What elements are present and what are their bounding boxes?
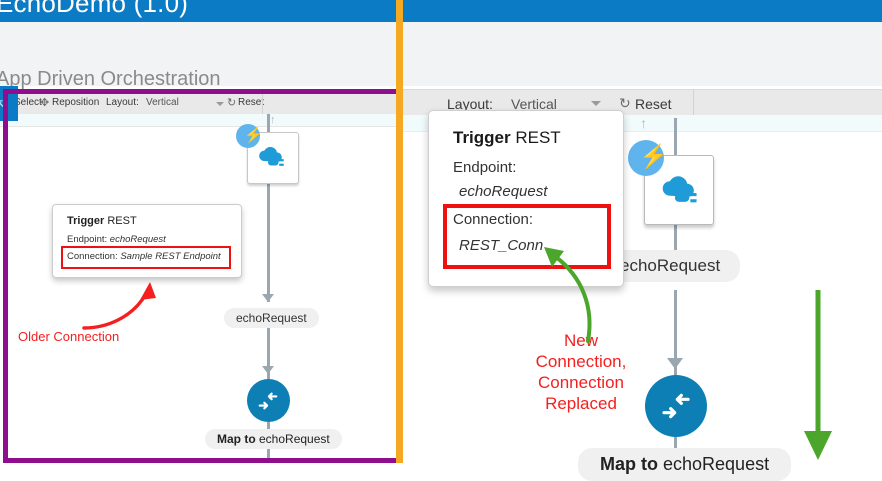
older-connection-arrow-icon bbox=[82, 282, 156, 330]
layout-select[interactable]: Vertical bbox=[511, 96, 557, 112]
tooltip-connection-value: REST_Conn bbox=[459, 237, 544, 254]
cloud-plug-icon bbox=[259, 146, 284, 166]
connector-arrow-icon bbox=[262, 366, 274, 374]
connector-arrow-icon bbox=[262, 294, 274, 302]
tooltip-title: Trigger REST bbox=[453, 128, 561, 148]
tooltip-title-rest: REST bbox=[510, 128, 561, 147]
panel-divider bbox=[396, 0, 403, 463]
chevron-down-icon[interactable] bbox=[216, 102, 224, 106]
connector-line bbox=[267, 182, 270, 302]
tooltip-endpoint-label: Endpoint: bbox=[453, 159, 517, 176]
map-label-bold: Map to bbox=[217, 432, 256, 446]
connector-line bbox=[267, 328, 270, 379]
tooltip-title-bold: Trigger bbox=[67, 215, 105, 227]
toolbar-separator bbox=[693, 90, 694, 116]
reset-button[interactable]: Reset bbox=[635, 96, 672, 112]
reset-button[interactable]: Reset bbox=[238, 97, 265, 108]
select-button[interactable]: Select bbox=[14, 97, 42, 108]
tooltip-endpoint-value: echoRequest bbox=[459, 183, 548, 200]
page-subtitle: App Driven Orchestration bbox=[0, 68, 221, 90]
node-label-echorequest: echoRequest bbox=[224, 308, 319, 328]
toolbar-separator bbox=[262, 92, 263, 114]
new-connection-arrow-icon bbox=[544, 247, 592, 343]
reposition-button[interactable]: Reposition bbox=[52, 97, 100, 108]
tooltip-title-bold: Trigger bbox=[453, 128, 511, 147]
connection-highlight-box bbox=[443, 204, 611, 269]
app-header-bar: EchoDemo (1.0) bbox=[0, 0, 882, 22]
new-connection-annotation: New Connection, Connection Replaced bbox=[521, 330, 641, 414]
chevron-down-icon[interactable] bbox=[591, 101, 601, 106]
reset-icon[interactable]: ↻ bbox=[227, 97, 237, 109]
tooltip-connection-label: Connection: bbox=[67, 251, 118, 262]
node-map-to-echorequest[interactable] bbox=[247, 379, 290, 422]
tooltip-title-rest: REST bbox=[104, 215, 137, 227]
right-trigger-tooltip: Trigger REST Endpoint: echoRequest Conne… bbox=[428, 110, 624, 287]
layout-label: Layout: bbox=[447, 96, 493, 112]
green-down-arrow-icon bbox=[804, 290, 832, 460]
tooltip-endpoint-value: echoRequest bbox=[109, 234, 166, 245]
select-tool-active-indicator[interactable]: ⇱ bbox=[0, 86, 18, 121]
scroll-up-indicator-icon: ↑ bbox=[270, 114, 276, 126]
connector-line bbox=[267, 114, 270, 132]
scroll-up-indicator-icon: ↑ bbox=[640, 115, 647, 131]
tooltip-connection-row: Connection: Sample REST Endpoint bbox=[67, 251, 221, 262]
node-label-map-to-echorequest: Map to echoRequest bbox=[205, 429, 342, 449]
cursor-icon: ⇱ bbox=[0, 99, 6, 111]
layout-label: Layout: bbox=[106, 97, 139, 108]
left-flow-canvas[interactable]: ↑ ⚡ echoRequest Map to echoRequest bbox=[0, 114, 396, 463]
canvas-top-strip bbox=[0, 114, 396, 127]
left-trigger-tooltip: Trigger REST Endpoint: echoRequest Conne… bbox=[52, 204, 242, 278]
subtitle-bar: App Driven Orchestration bbox=[0, 22, 882, 90]
older-connection-annotation: Older Connection bbox=[18, 329, 120, 344]
connection-highlight-box bbox=[61, 246, 231, 269]
tooltip-title: Trigger REST bbox=[67, 215, 137, 227]
annotation-line-4: Replaced bbox=[545, 394, 617, 413]
annotation-line-2: Connection, bbox=[535, 352, 627, 371]
annotation-line-3: Connection bbox=[537, 373, 624, 392]
app-title: EchoDemo (1.0) bbox=[0, 0, 189, 18]
tooltip-endpoint-row: Endpoint: echoRequest bbox=[67, 234, 166, 245]
left-canvas-toolbar: Select ✥ Reposition Layout: Vertical ↻ R… bbox=[0, 91, 396, 115]
left-panel-before-state: Select ✥ Reposition Layout: Vertical ↻ R… bbox=[0, 86, 396, 463]
trigger-bolt-badge bbox=[236, 124, 260, 148]
lightning-bolt-icon: ⚡ bbox=[244, 127, 263, 144]
move-icon: ✥ bbox=[40, 97, 50, 109]
map-label-rest: echoRequest bbox=[255, 432, 330, 446]
tooltip-endpoint-label: Endpoint: bbox=[67, 234, 108, 245]
map-arrows-icon bbox=[258, 392, 278, 410]
layout-select[interactable]: Vertical bbox=[146, 97, 179, 108]
tooltip-connection-label: Connection: bbox=[453, 211, 534, 228]
tooltip-connection-value: Sample REST Endpoint bbox=[120, 251, 221, 262]
reset-icon[interactable]: ↻ bbox=[619, 95, 631, 111]
